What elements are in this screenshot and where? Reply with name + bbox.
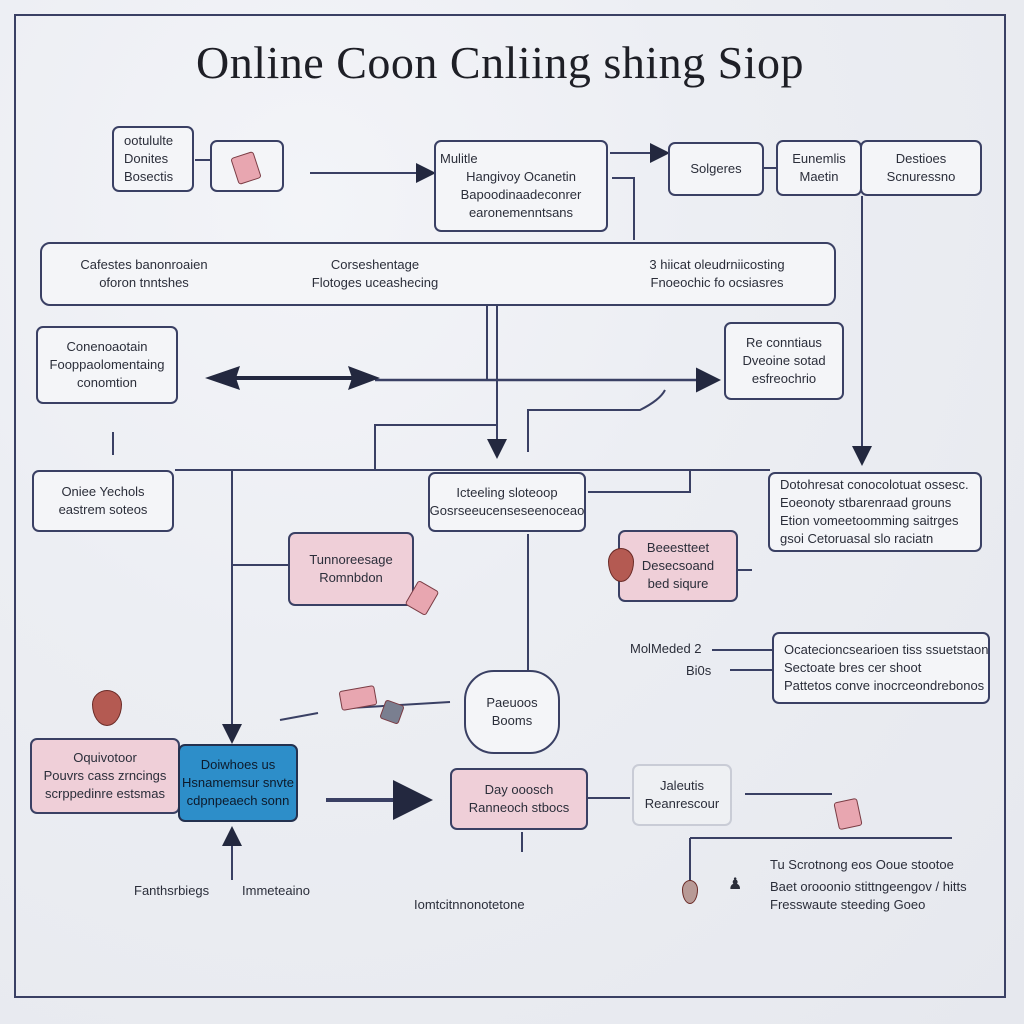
label-note3: Fresswaute steeding Goeo	[770, 897, 926, 912]
edge-n2-bar	[612, 177, 635, 240]
label-imm: Immeteaino	[242, 883, 310, 898]
heart-icon	[92, 690, 122, 726]
node-n10: Dotohresat conocolotuat ossesc.Eoeonoty …	[768, 472, 982, 552]
edge-n9-right	[588, 470, 691, 493]
label-mobile: MolMeded 2	[630, 641, 702, 656]
arrowhead-right	[348, 366, 380, 390]
label-fashion: Fanthsrbiegs	[134, 883, 210, 898]
label-tomct: Iomtcitnnonotetone	[414, 897, 525, 912]
heart-icon	[608, 548, 634, 582]
node-n3: Solgeres	[668, 142, 764, 196]
edge-mid-n16	[374, 424, 497, 470]
arrowhead-left	[205, 366, 240, 390]
edge-curve-n7	[527, 389, 666, 452]
edge-small-left	[279, 712, 319, 721]
diagram-frame	[14, 14, 1006, 998]
label-bios: Bi0s	[686, 663, 712, 678]
person-icon: ♟	[728, 876, 743, 893]
label-note1: Tu Scrotnong eos Ooue stootoe	[770, 857, 954, 872]
bottle-icon	[682, 880, 698, 904]
node-wide-bar	[40, 242, 836, 306]
node-n2: Mulitle Hangivoy Ocanetin Bapoodinaadeco…	[434, 140, 608, 232]
diagram-title: Online Coon Cnliing shing Siop	[196, 37, 804, 88]
label-note2: Baet orooonio stittngeengov / hitts	[770, 879, 967, 894]
